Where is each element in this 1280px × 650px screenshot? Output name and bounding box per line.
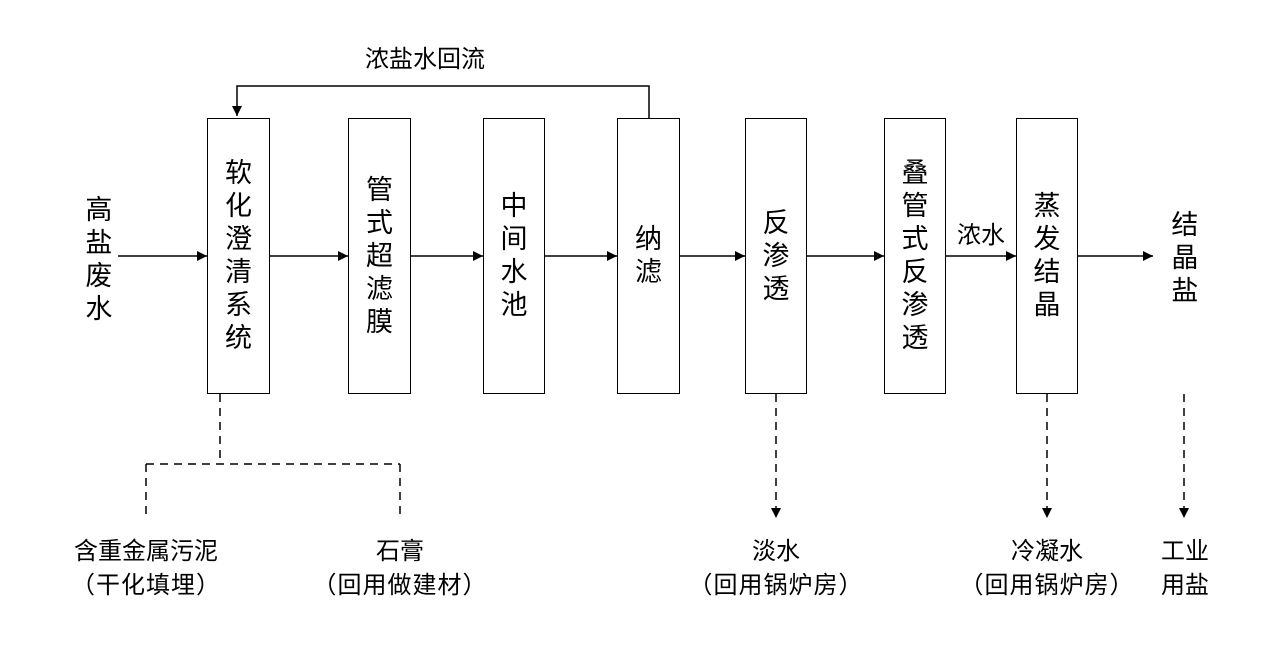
output-name: 工业用盐 [1161,537,1209,599]
step-label: 中间水池 [500,191,528,321]
output-name: 含重金属污泥 [74,537,218,565]
output-fresh-water: 淡水 （回用锅炉房） [676,534,876,602]
step-evaporation-crystallization: 蒸发结晶 [1016,118,1078,394]
output-sludge: 含重金属污泥 （干化填埋） [46,534,246,602]
step-intermediate-tank: 中间水池 [483,118,545,394]
step-softening-clarification: 软化澄清系统 [207,118,270,394]
input-label: 高盐废水 [85,195,113,325]
output-industrial-salt: 工业用盐 [1156,534,1214,602]
step-label: 蒸发结晶 [1033,191,1061,321]
step-nanofiltration: 纳滤 [617,118,680,394]
final-product-label: 结晶盐 [1171,210,1199,307]
output-gypsum: 石膏 （回用做建材） [300,534,500,602]
output-note: （回用锅炉房） [688,571,864,599]
step-label: 反渗透 [762,207,790,305]
step-reverse-osmosis: 反渗透 [745,118,807,394]
step-disc-tube-reverse-osmosis: 叠管式反渗透 [884,118,946,394]
step-tubular-ultrafiltration: 管式超滤膜 [348,118,411,394]
output-name: 冷凝水 [1011,537,1083,565]
step-label: 纳滤 [635,224,662,288]
concentrate-label: 浓水 [957,221,1005,249]
output-name: 石膏 [376,537,424,565]
step-label: 软化澄清系统 [225,158,252,354]
output-name: 淡水 [752,537,800,565]
recycle-label: 浓盐水回流 [365,45,485,73]
step-label: 叠管式反渗透 [901,158,929,354]
output-note: （回用做建材） [312,571,488,599]
step-label: 管式超滤膜 [366,174,393,338]
output-note: （干化填埋） [71,571,221,599]
output-note: （回用锅炉房） [959,571,1135,599]
output-condensate: 冷凝水 （回用锅炉房） [947,534,1147,602]
arrow-brine-recycle [232,85,650,118]
